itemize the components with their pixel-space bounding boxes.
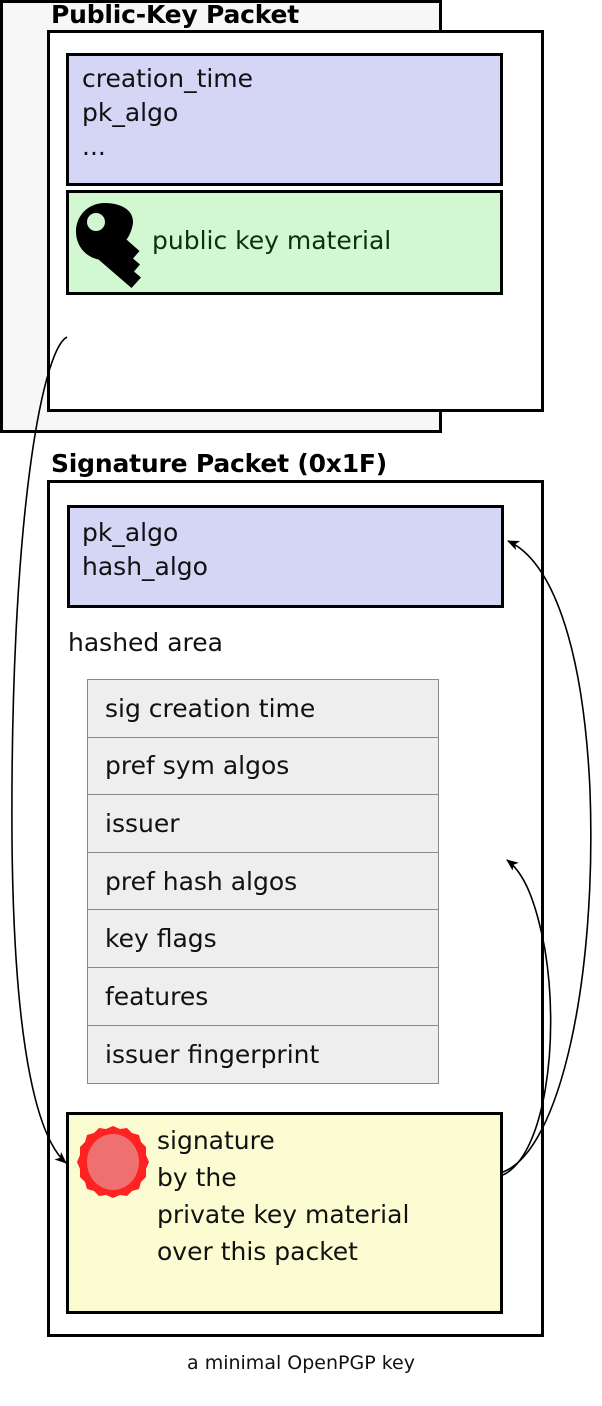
hashed-subpacket-item: pref hash algos — [88, 852, 438, 911]
public-key-packet-title: Public-Key Packet — [51, 0, 300, 29]
hashed-subpacket-item: features — [88, 967, 438, 1026]
diagram-caption: a minimal OpenPGP key — [187, 1352, 415, 1374]
key-icon — [76, 203, 141, 288]
signature-algo-text: pk_algo hash_algo — [82, 518, 208, 581]
hashed-subpacket-item: issuer — [88, 795, 438, 853]
signature-value-text: signature by the private key material ov… — [157, 1126, 410, 1266]
hashed-area-label: hashed area — [68, 628, 223, 657]
public-key-material-label: public key material — [152, 226, 392, 255]
hashed-subpacket-item: sig creation time — [88, 680, 438, 738]
public-key-metadata-text: creation_time pk_algo ... — [82, 64, 254, 161]
public-key-metadata-block — [66, 53, 503, 186]
signature-algo-block — [67, 505, 504, 608]
signature-packet-title: Signature Packet (0x1F) — [51, 449, 388, 478]
wax-seal-icon — [77, 1126, 149, 1198]
hashed-subpacket-item: pref sym algos — [88, 737, 438, 796]
hashed-subpacket-item: key flags — [88, 910, 438, 968]
hashed-subpacket-item: issuer fingerprint — [88, 1025, 438, 1084]
